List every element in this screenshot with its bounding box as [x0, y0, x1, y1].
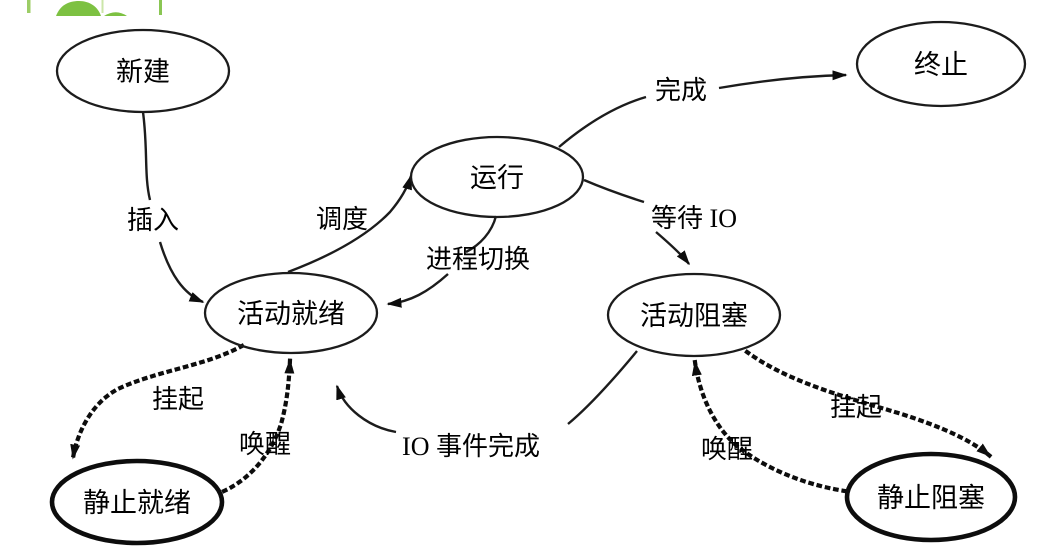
edge-insert-lower	[158, 241, 205, 304]
edges	[70, 70, 993, 494]
edge-label-process-switch: 进程切换	[426, 245, 530, 274]
logo-bar-2	[101, 0, 104, 13]
node-static-blocked-ellipse	[844, 451, 1018, 543]
edge-insert-upper	[141, 111, 152, 201]
edge-suspend-left	[70, 343, 245, 461]
logo-sliver-icon	[104, 12, 127, 16]
node-active-blocked-ellipse	[606, 272, 782, 358]
edge-label-suspend-right: 挂起	[830, 393, 882, 422]
edge-label-wakeup-right: 唤醒	[701, 435, 753, 464]
edge-io-complete-right	[567, 350, 638, 425]
node-active-ready-ellipse	[203, 271, 379, 355]
node-running-ellipse	[409, 135, 585, 219]
node-static-ready-label: 静止就绪	[83, 488, 191, 518]
edge-schedule	[287, 174, 413, 274]
edge-label-suspend-left: 挂起	[152, 385, 204, 414]
edge-io-complete-left	[335, 384, 397, 434]
edge-wakeup-left	[221, 357, 295, 494]
logo-fragment	[27, 0, 162, 16]
edge-wait-io-lower	[655, 231, 690, 266]
node-static-blocked-label: 静止阻塞	[877, 483, 985, 513]
node-terminated-ellipse	[855, 20, 1027, 108]
node-new-ellipse	[55, 28, 231, 114]
edge-label-wakeup-left: 唤醒	[239, 430, 291, 459]
edge-label-schedule: 调度	[316, 205, 368, 234]
edge-label-insert: 插入	[127, 206, 179, 235]
logo-bar-1	[27, 0, 31, 13]
node-active-ready-label: 活动就绪	[237, 299, 345, 329]
edge-wakeup-right	[691, 359, 848, 494]
edge-label-wait-io: 等待 IO	[651, 204, 737, 233]
nodes: 新建 运行 终止 活动就绪 活动阻塞 静止就绪 静止阻塞	[49, 20, 1027, 546]
edge-complete-right	[718, 70, 848, 90]
edge-process-switch-lower	[386, 273, 449, 308]
edge-suspend-right	[744, 349, 993, 459]
node-active-blocked-label: 活动阻塞	[640, 301, 748, 331]
edge-label-complete: 完成	[655, 76, 707, 105]
edge-labels: 插入 调度 进程切换 完成 等待 IO IO 事件完成 挂起 唤醒 挂起 唤醒	[127, 76, 882, 464]
node-running-label: 运行	[470, 163, 524, 193]
edge-process-switch-upper	[465, 215, 498, 254]
node-new-label: 新建	[116, 57, 170, 87]
edge-label-io-complete: IO 事件完成	[402, 432, 540, 461]
edge-wait-io-upper	[583, 178, 645, 204]
logo-bar-3	[159, 0, 162, 15]
node-static-ready-ellipse	[49, 458, 225, 546]
edge-complete-left	[558, 95, 647, 148]
logo-dome-icon	[56, 1, 101, 16]
node-terminated-label: 终止	[914, 50, 968, 80]
